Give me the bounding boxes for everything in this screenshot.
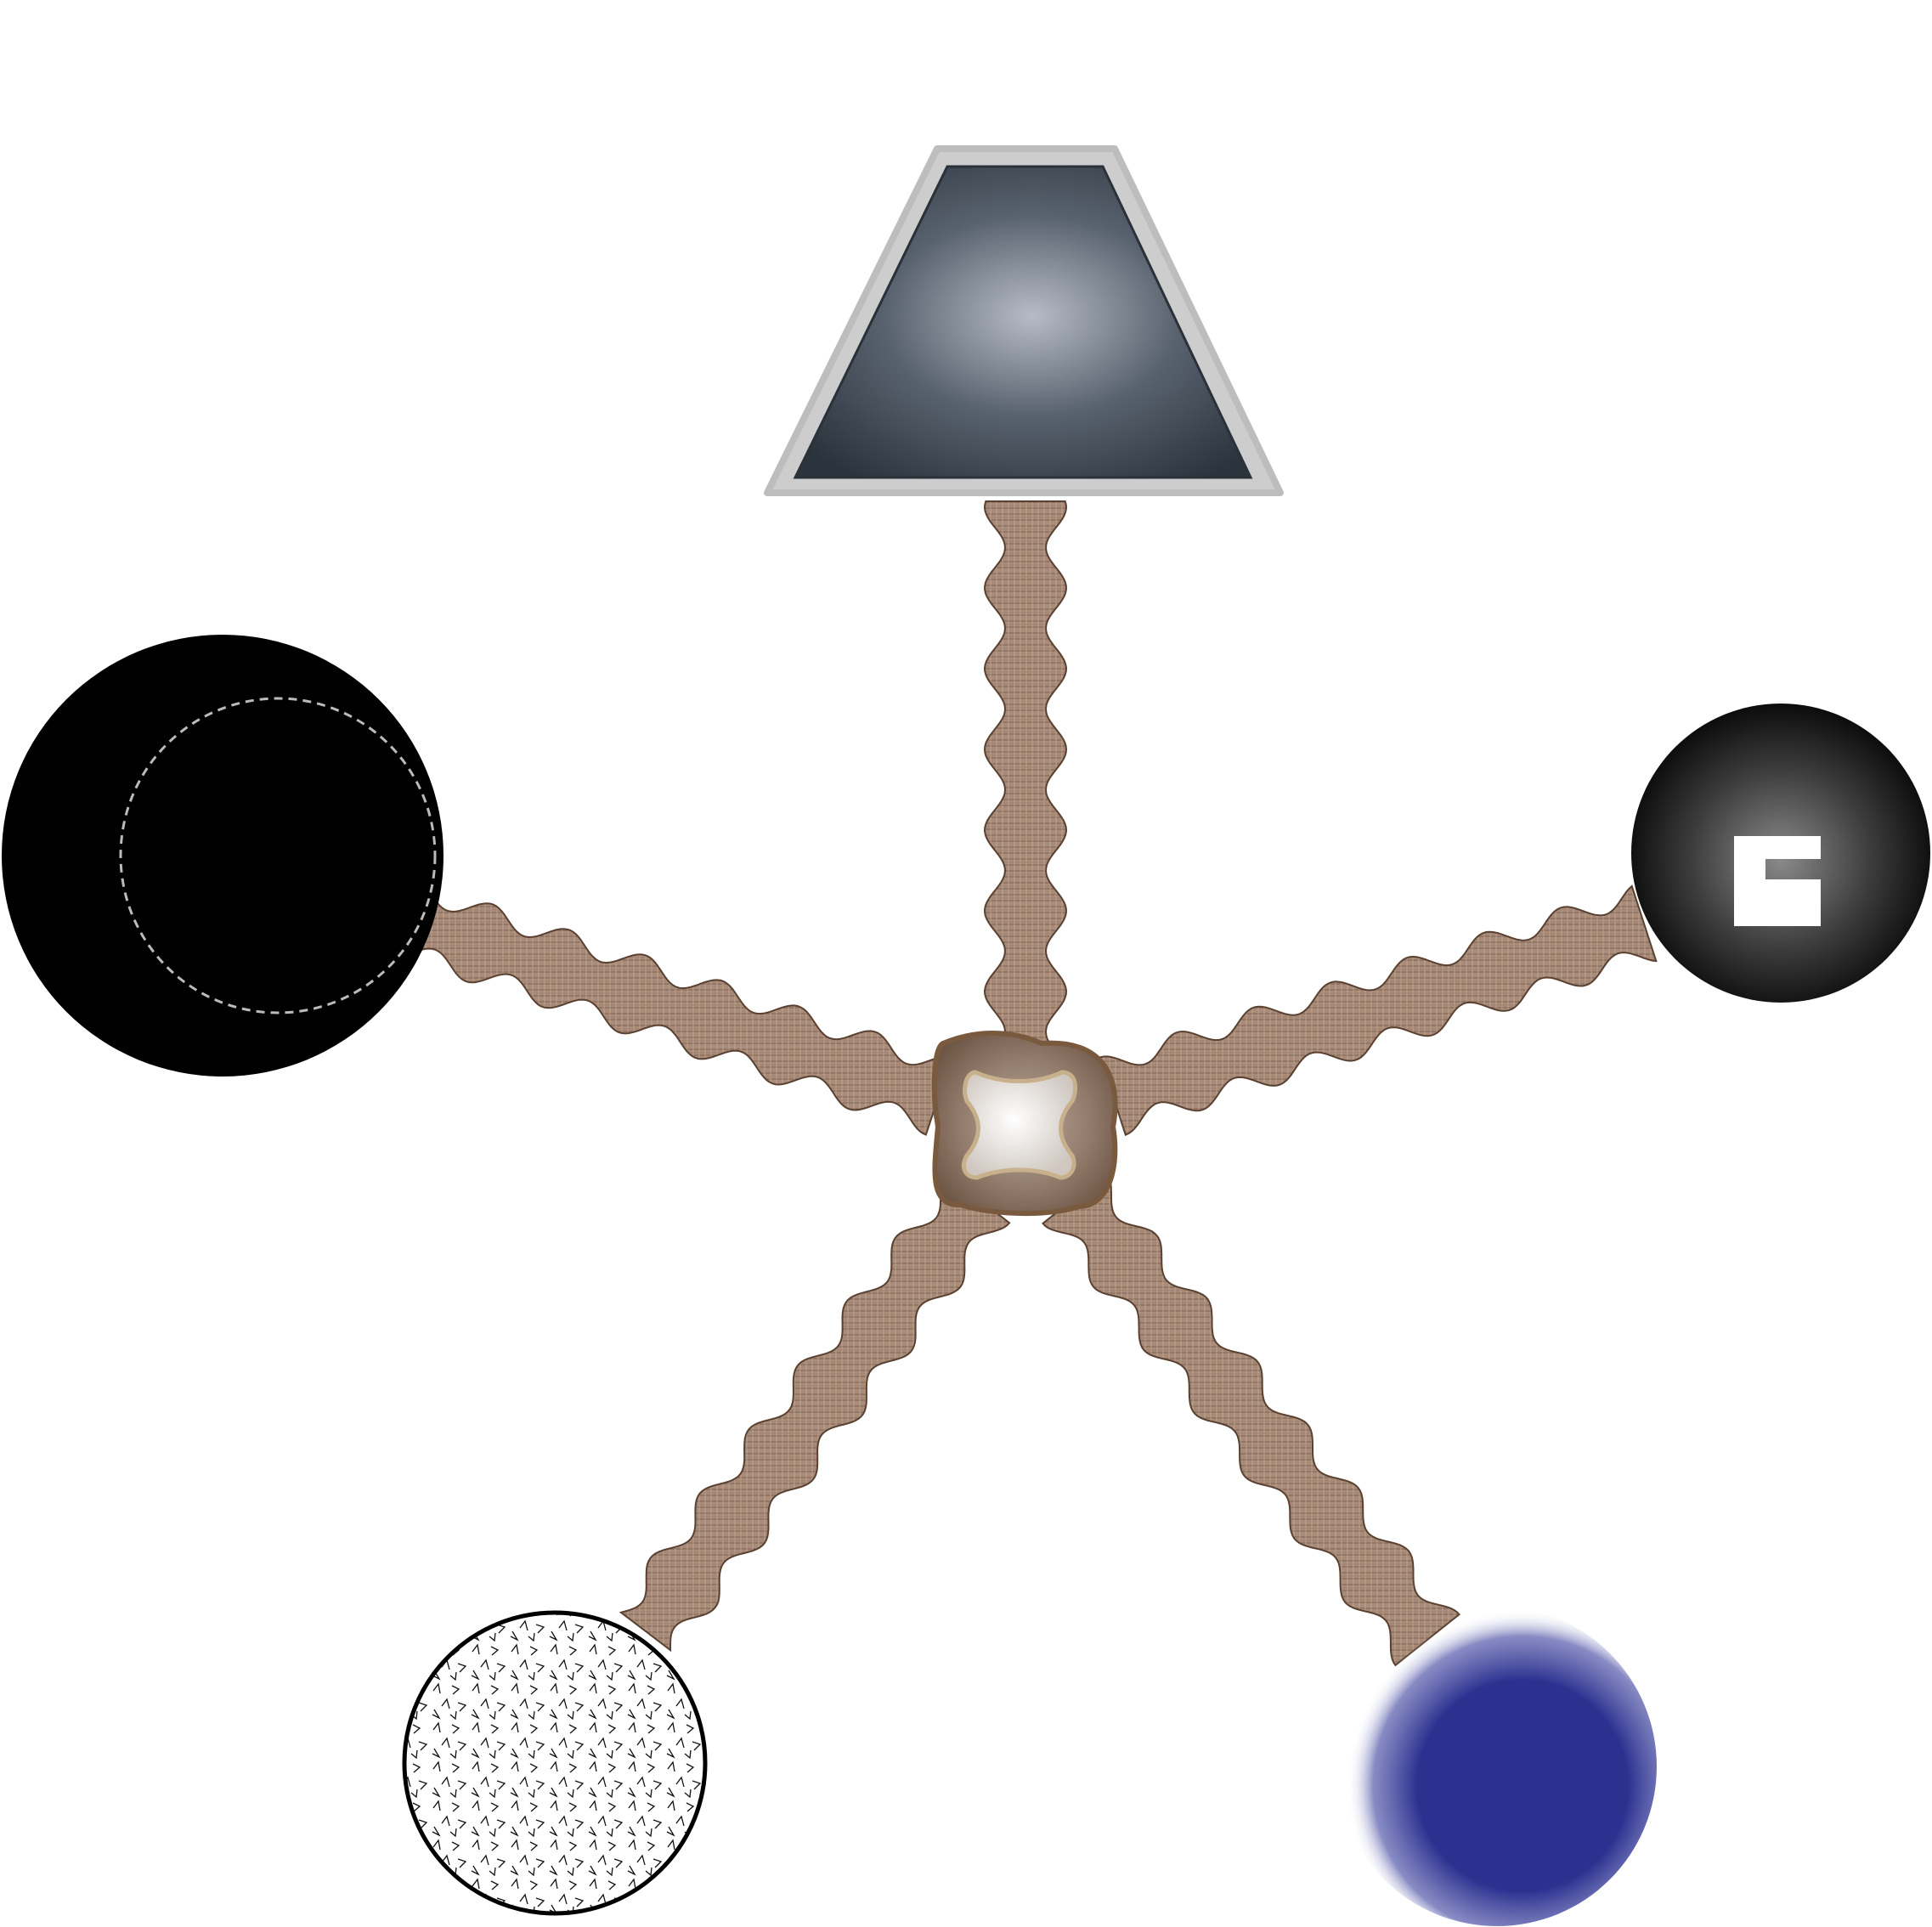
hub-cross-icon: [962, 1070, 1078, 1180]
node-left-black-circle: [2, 635, 443, 1077]
node-bottom-right-blue-circle: [1337, 1607, 1657, 1926]
bracket-glyph-icon: [1734, 836, 1821, 926]
link-to-left: [420, 901, 953, 1136]
node-right-dark-circle: [1631, 704, 1930, 1003]
node-top-trapezoid: [764, 145, 1284, 496]
connector-links: [420, 500, 1658, 1667]
link-to-bottom-right: [1042, 1171, 1460, 1667]
node-bottom-left-patterned-circle: [402, 1610, 708, 1916]
link-to-top: [983, 500, 1068, 1073]
link-to-bottom-left: [619, 1172, 1011, 1653]
central-hub: [931, 1031, 1118, 1216]
link-to-right: [1099, 884, 1658, 1137]
